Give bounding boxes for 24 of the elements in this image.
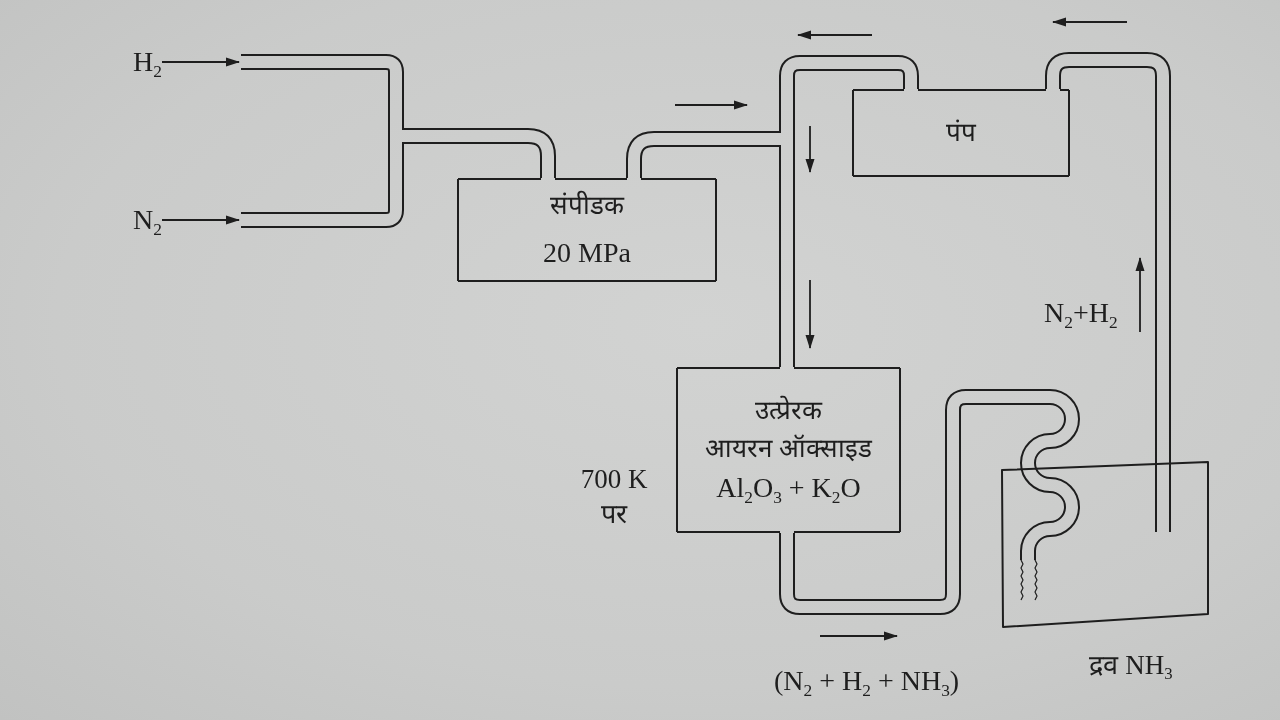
condenser-tank	[1002, 461, 1209, 628]
pump-box	[852, 89, 1070, 177]
edge-label: (N$_{2}$ + H$_{2}$ + NH$_{3}$)	[774, 664, 960, 698]
annotation-text: 700 K पर	[579, 463, 649, 532]
gas-label: H$_{2}$	[128, 45, 162, 79]
node-text: Al$_{2}$O$_{3}$ + K$_{2}$O	[716, 470, 861, 506]
pipe	[779, 55, 919, 131]
edge-label: N$_{2}$+H$_{2}$	[1044, 296, 1118, 330]
pipe	[626, 131, 779, 178]
node-text: आयरन ऑक्साइड	[705, 432, 872, 465]
gas-label: N$_{2}$	[128, 203, 162, 237]
pipe	[779, 131, 795, 367]
feed-arrow	[161, 57, 240, 67]
feed-arrow	[161, 215, 240, 225]
pipe	[241, 144, 404, 228]
pipe	[1045, 52, 1171, 464]
compressor-box	[457, 178, 717, 282]
node-text: संपीडक	[550, 189, 624, 222]
annotation-text: द्रव NH$_{3}$	[1088, 649, 1174, 684]
pipe	[779, 389, 1080, 615]
node-text: 20 MPa	[543, 235, 631, 270]
node-text: उत्प्रेरक	[755, 394, 822, 427]
converter-box	[676, 367, 901, 533]
node-text: पंप	[946, 117, 976, 150]
